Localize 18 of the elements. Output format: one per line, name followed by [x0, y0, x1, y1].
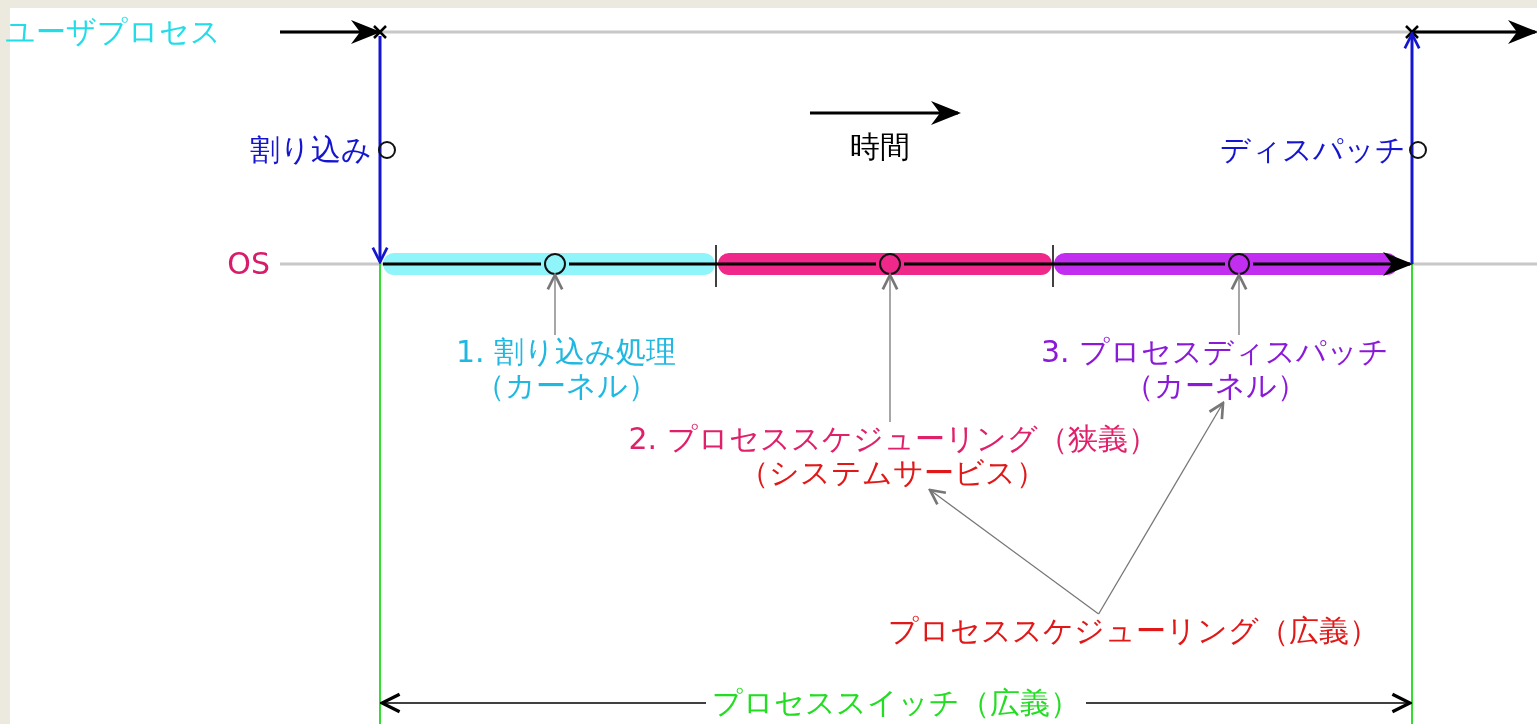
axis-label: 時間	[850, 130, 910, 164]
lane-label: ユーザプロセス	[5, 15, 221, 49]
callout-text: プロセススケジューリング（広義）	[887, 614, 1379, 648]
lane-label: OS	[227, 247, 270, 281]
dimension-label: プロセススイッチ（広義）	[706, 686, 1086, 720]
event-label: 割り込み	[250, 133, 372, 167]
circle-marker	[1228, 253, 1250, 275]
leader-line	[1230, 273, 1248, 336]
callout-text: 1. 割り込み処理（カーネル）	[436, 335, 696, 403]
circle-marker	[879, 253, 901, 275]
circle-marker	[544, 253, 566, 275]
callout-text: 2. プロセススケジューリング（狭義） （システムサービス）	[628, 422, 1158, 490]
leader-line	[546, 273, 564, 336]
leader-line	[881, 273, 899, 423]
leader-line	[928, 488, 1100, 615]
event-label: ディスパッチ	[1220, 133, 1406, 167]
leader-line	[1098, 401, 1225, 615]
callout-text: 3. プロセスディスパッチ（カーネル）	[1015, 335, 1415, 403]
